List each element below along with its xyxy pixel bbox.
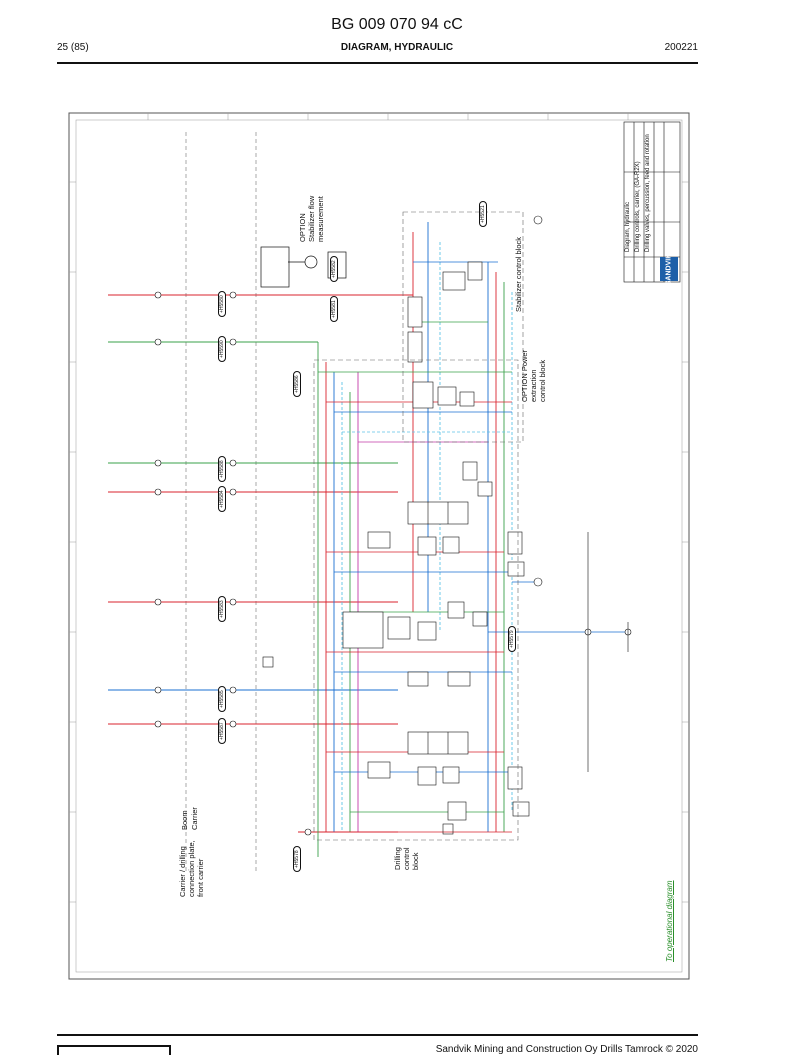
- document-id: BG 009 070 94 cC: [331, 16, 463, 33]
- hydraulic-diagram: Boom Carrier Carrier / drilling connecti…: [68, 112, 690, 980]
- title-line-1: Diagram, hydraulic: [625, 201, 631, 252]
- header-rule: [57, 62, 698, 64]
- tag-h5581: +H5581: [330, 296, 338, 322]
- operational-diagram-link[interactable]: To operational diagram: [665, 880, 674, 962]
- footer-copyright: Sandvik Mining and Construction Oy Drill…: [435, 1044, 698, 1055]
- title-line-3: Drilling valves, percussion, feed and ro…: [645, 134, 651, 252]
- tag-h5588: +H5588: [218, 456, 226, 482]
- tag-h5587: +H5587: [218, 718, 226, 744]
- tag-h5583: +H5583: [218, 596, 226, 622]
- tag-h5590: +H5590: [218, 336, 226, 362]
- title-line-2: Drilling controls, carrier, (GA-R2X): [635, 161, 641, 252]
- sandvik-logo: SANDVIK: [660, 253, 678, 285]
- option-power-label: OPTION Power extraction control block: [520, 349, 547, 402]
- tag-h5584: +H5584: [218, 486, 226, 512]
- option-stab-flow-label: OPTION Stabilizer flow measurement: [298, 195, 325, 242]
- carrier-connection-label: Carrier / drilling connection plate, fro…: [178, 840, 205, 897]
- footer-rule: [57, 1034, 698, 1036]
- diagram-drawing: [68, 112, 690, 980]
- tag-h5521: +H5521: [479, 201, 487, 227]
- tag-h5582: +H5582: [330, 256, 338, 282]
- footer-logo: [57, 1045, 171, 1055]
- document-date: 200221: [664, 42, 698, 53]
- tag-h5578: +H5578: [293, 846, 301, 872]
- tag-h5579: +H5579: [508, 626, 516, 652]
- tag-h5580: +H5580: [218, 291, 226, 317]
- tag-h5586: +H5586: [293, 371, 301, 397]
- stabilizer-block-label: Stabilizer control block: [514, 236, 523, 312]
- tag-h5585: +H5585: [218, 686, 226, 712]
- drilling-block-label: Drilling control block: [393, 847, 420, 870]
- section-title: DIAGRAM, HYDRAULIC: [340, 42, 454, 53]
- page-number: 25 (85): [57, 42, 89, 53]
